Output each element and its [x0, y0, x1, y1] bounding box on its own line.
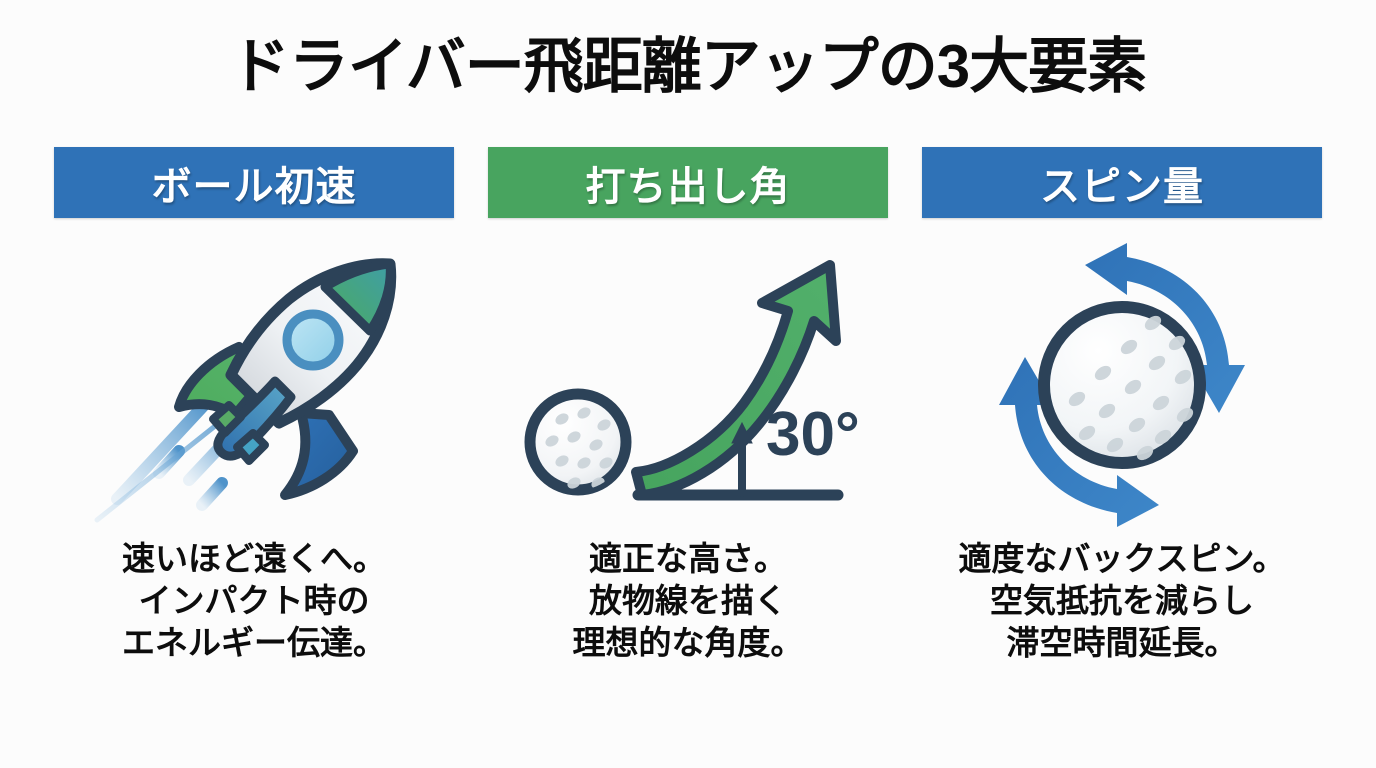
rocket-fin-bottom — [280, 408, 358, 500]
golf-ball-icon — [524, 388, 632, 496]
rocket-booster-left — [209, 401, 245, 437]
rocket-icon — [94, 258, 397, 523]
caption-line: 空気抵抗を減らし — [990, 582, 1254, 620]
caption-line: インパクト時の — [138, 582, 370, 620]
caption-line: 適正な高さ。 — [589, 540, 787, 577]
spin-arrow-top — [1085, 243, 1245, 413]
column-launch-angle: 打ち出し角 — [488, 147, 888, 747]
column-spin-rate: スピン量 — [922, 147, 1322, 747]
page-title: ドライバー飛距離アップの3大要素 — [229, 33, 1147, 100]
icon-area-launch-angle: 30° — [488, 232, 888, 532]
spinning-ball-icon — [999, 243, 1245, 527]
golf-ball-icon — [1038, 301, 1206, 469]
spin-arrow-bottom — [999, 357, 1159, 527]
caption-line: 理想的な角度。 — [572, 624, 804, 662]
column-ball-speed: ボール初速 — [54, 147, 454, 747]
caption-line: 放物線を描く — [589, 582, 787, 620]
launch-angle-icon: 30° — [524, 260, 858, 501]
golf-ball-dimples — [1068, 315, 1194, 461]
header-label-spin-rate: スピン量 — [1040, 164, 1204, 209]
golf-ball-dimples — [545, 407, 613, 489]
caption-ball-speed: 速いほど遠くへ。 インパクト時の エネルギー伝達。 — [122, 538, 386, 665]
caption-line: 速いほど遠くへ。 — [122, 540, 386, 577]
header-bar-ball-speed: ボール初速 — [54, 147, 454, 218]
caption-launch-angle: 適正な高さ。 放物線を描く 理想的な角度。 — [573, 538, 804, 665]
header-bar-launch-angle: 打ち出し角 — [488, 147, 888, 218]
caption-line: 滞空時間延長。 — [1006, 624, 1238, 662]
caption-spin-rate: 適度なバックスピン。 空気抵抗を減らし 滞空時間延長。 — [958, 538, 1285, 665]
header-label-launch-angle: 打ち出し角 — [585, 164, 791, 209]
angle-indicator-arrow — [731, 421, 753, 497]
icon-area-spin-rate — [922, 232, 1322, 532]
header-bar-spin-rate: スピン量 — [922, 147, 1322, 218]
caption-line: エネルギー伝達。 — [122, 624, 386, 662]
angle-label: 30° — [766, 400, 858, 469]
rocket-window-icon — [282, 309, 344, 371]
rocket-nose-cone — [320, 259, 395, 336]
icon-area-ball-speed — [54, 232, 454, 532]
caption-line: 適度なバックスピン。 — [958, 540, 1286, 577]
launch-arrow — [631, 260, 841, 500]
columns-container: ボール初速 — [0, 147, 1376, 747]
rocket-booster-right — [233, 429, 269, 465]
header-label-ball-speed: ボール初速 — [151, 164, 357, 209]
